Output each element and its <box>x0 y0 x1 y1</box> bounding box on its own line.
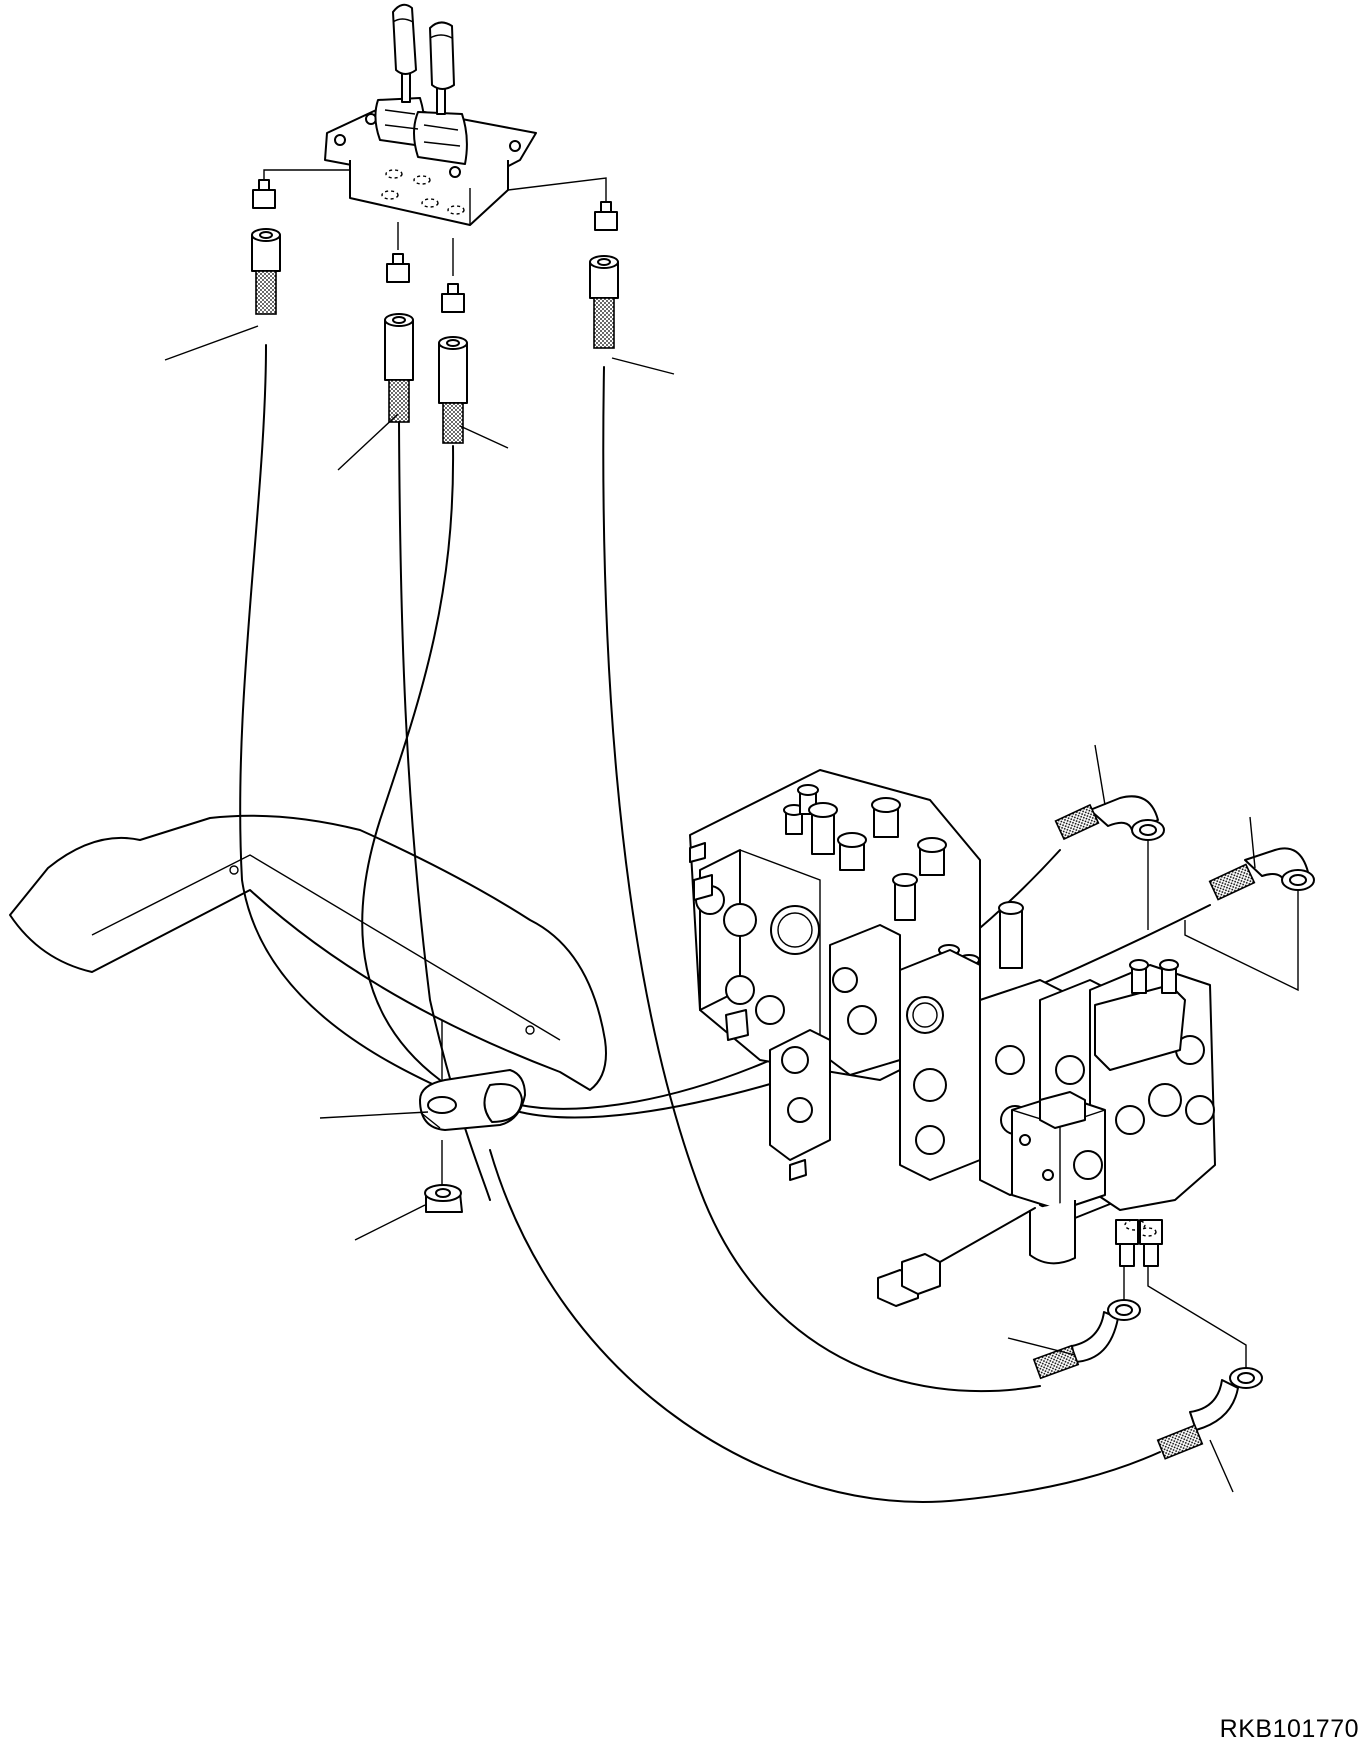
control-valve <box>689 769 1216 1267</box>
hose-clamp <box>419 1020 526 1200</box>
ppc-lever-unit <box>324 3 537 226</box>
callout-leaders <box>164 325 1256 1493</box>
adapter-fittings-top <box>252 179 618 313</box>
hose-ends-top <box>251 228 619 444</box>
elbow-fittings <box>1032 795 1315 1460</box>
drawing-code: RKB101770 <box>1219 1715 1359 1743</box>
nut <box>424 1184 463 1213</box>
floor-plate <box>9 814 607 1091</box>
solenoid-connector <box>877 1207 1036 1307</box>
